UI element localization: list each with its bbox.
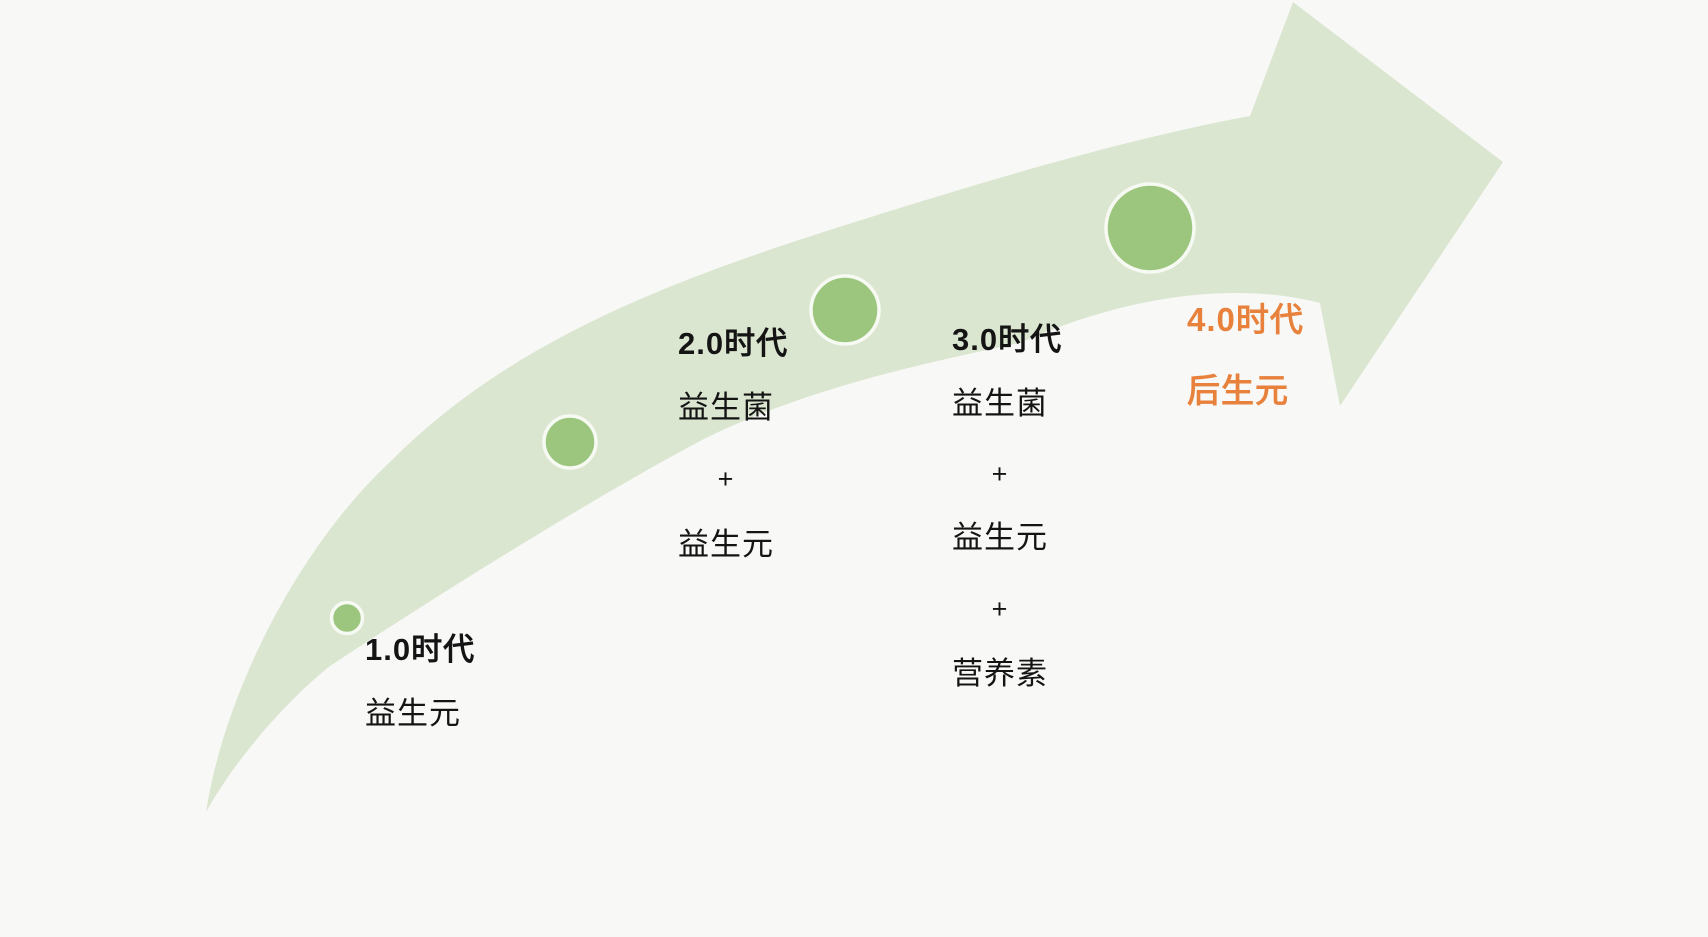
stage-2-item-label: 益生元 (678, 527, 774, 562)
stage-4-dot (1104, 182, 1196, 274)
stage-4-item-label: 后生元 (1187, 372, 1289, 409)
stage-3-plus-sign: + (991, 594, 1009, 624)
stage-1-dot (329, 600, 365, 636)
stage-3-plus-sign: + (991, 459, 1009, 489)
stage-3-era-label: 3.0时代 (952, 322, 1063, 357)
stage-3-item-label: 益生菌 (952, 386, 1048, 421)
arrow-band-shape (206, 2, 1503, 812)
stage-3-item-label: 益生元 (952, 520, 1048, 555)
stage-2-era-label: 2.0时代 (678, 326, 789, 361)
stage-3-item-label: 营养素 (952, 656, 1048, 691)
stage-4-era-label: 4.0时代 (1187, 301, 1304, 338)
stage-1-item-label: 益生元 (365, 696, 461, 731)
stage-2-dot (542, 414, 598, 470)
stage-2-plus-sign: + (717, 464, 735, 494)
stage-2-item-label: 益生菌 (678, 390, 774, 425)
stage-3-dot (809, 274, 881, 346)
stage-1-era-label: 1.0时代 (365, 632, 476, 667)
